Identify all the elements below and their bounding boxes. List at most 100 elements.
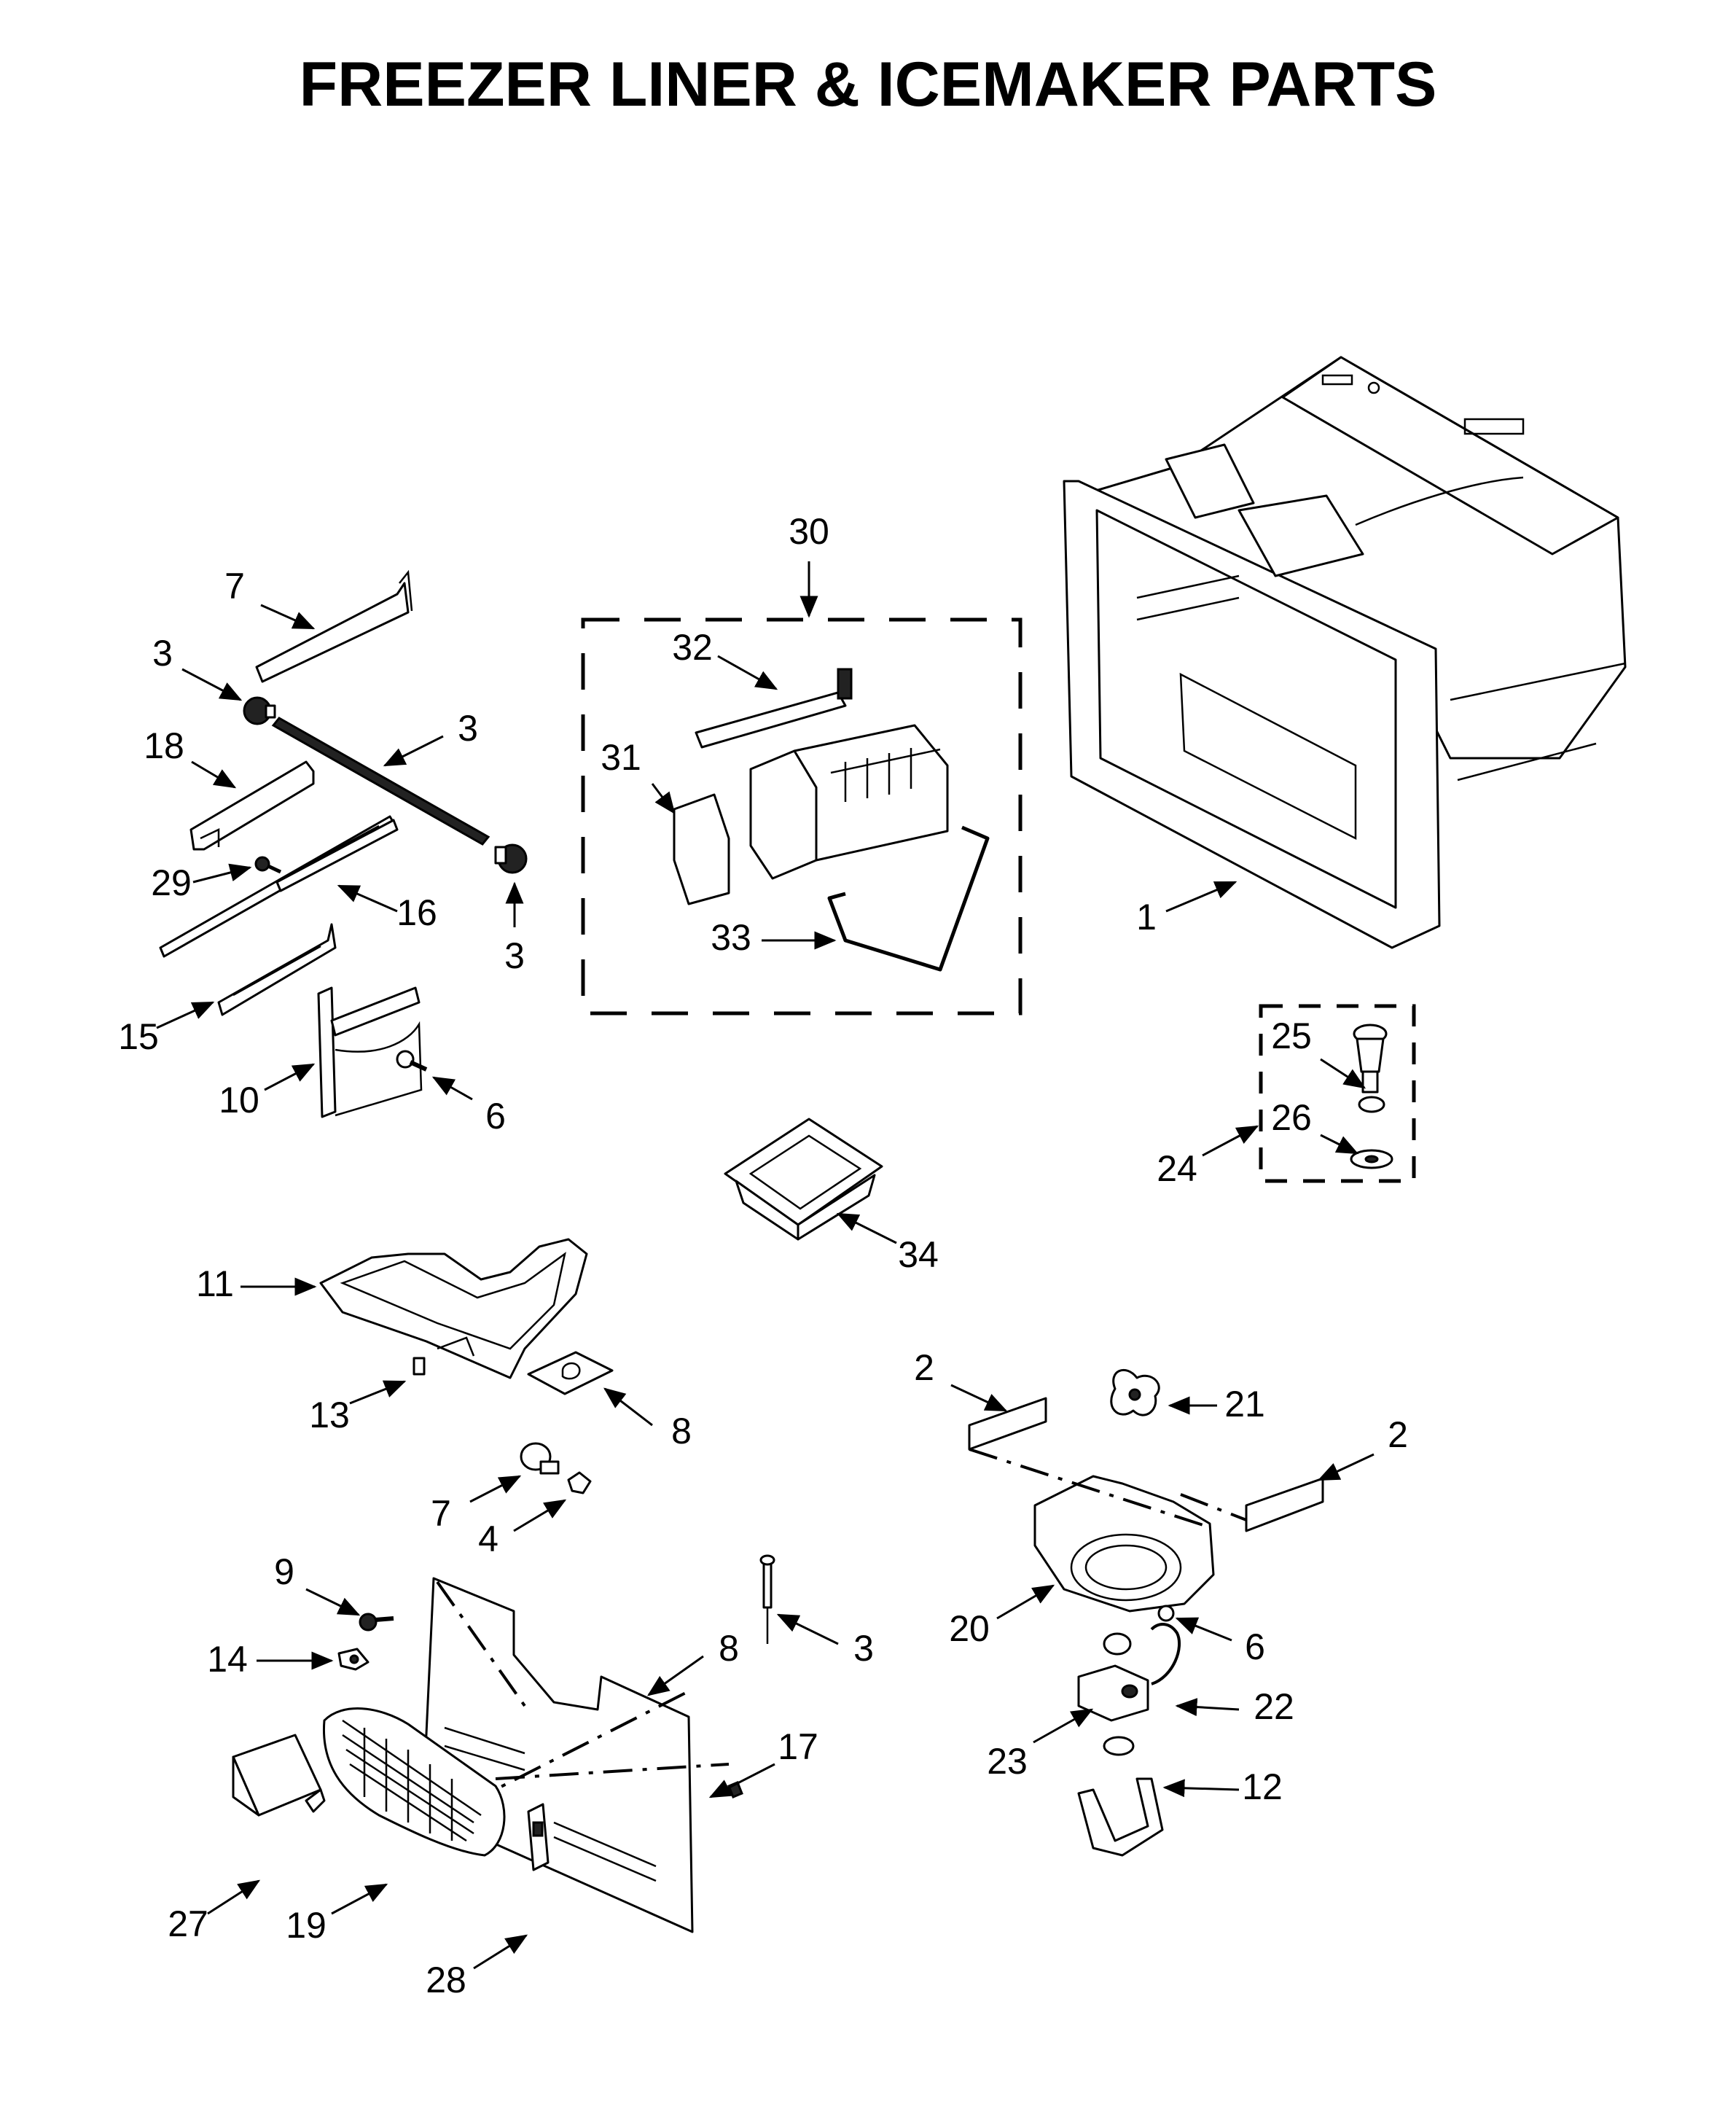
callout-8b: 6 <box>1245 1626 1265 1667</box>
callout-1: 1 <box>1136 897 1157 938</box>
part-31-sensor <box>527 1803 550 1871</box>
callout-12: 9 <box>274 1551 294 1592</box>
leader-31 <box>473 1934 528 1970</box>
leader-30 <box>207 1879 261 1915</box>
part-22-grille <box>322 1707 506 1857</box>
callout-5: 3 <box>458 708 478 749</box>
part-26-fan-motor <box>1077 1632 1149 1756</box>
part-13-support-bracket <box>317 986 423 1118</box>
part-6-socket <box>567 1471 592 1494</box>
part-14-housing <box>319 1238 588 1379</box>
leader-9 <box>469 1475 522 1503</box>
part-9-bulb <box>520 1442 560 1475</box>
leader-32 <box>192 863 252 884</box>
leader-27 <box>1202 1125 1259 1157</box>
part-8-screw-left <box>396 1050 428 1072</box>
callout-26: 23 <box>987 1741 1028 1782</box>
part-2-insulation-left <box>968 1397 1047 1451</box>
leader-4 <box>776 1613 839 1645</box>
part-1-freezer-liner <box>1063 356 1627 949</box>
callout-7: 7 <box>224 566 245 607</box>
part-3-gear-lower <box>494 843 528 874</box>
part-19-slide-rail <box>159 815 399 958</box>
callout-22: 19 <box>286 1905 327 1946</box>
part-18-lower-rail <box>217 923 337 1016</box>
callout-13: 10 <box>219 1080 259 1120</box>
callout-15: 12 <box>1242 1766 1283 1807</box>
leader-35 <box>717 655 778 690</box>
leader-23 <box>996 1584 1055 1620</box>
leader-11 <box>646 1655 704 1696</box>
callout-31: 28 <box>426 1960 466 2000</box>
leader-3a <box>181 668 243 701</box>
leader-6 <box>513 1499 567 1532</box>
leader-13 <box>264 1063 316 1091</box>
leader-16 <box>349 1380 407 1405</box>
callout-37: 34 <box>898 1234 939 1275</box>
callout-11: 8 <box>719 1628 739 1669</box>
callout-36: 33 <box>711 917 751 958</box>
part-11-rear-panel <box>421 1577 730 1933</box>
leader-2b <box>1317 1453 1375 1481</box>
leader-18 <box>156 1001 215 1029</box>
leader-28 <box>1320 1058 1366 1089</box>
part-37-ice-bin <box>724 1118 883 1241</box>
leader-19 <box>337 884 398 913</box>
leader-29 <box>1320 1134 1359 1155</box>
callout-25: 22 <box>1254 1686 1294 1727</box>
callout-23: 20 <box>949 1608 990 1649</box>
part-17-bracket <box>337 1648 370 1671</box>
leader-15 <box>1162 1779 1240 1798</box>
callout-3a: 3 <box>152 633 173 674</box>
callout-16: 13 <box>309 1395 350 1435</box>
part-8-screw-right <box>1157 1605 1175 1622</box>
part-24-fan-blade <box>1110 1368 1160 1416</box>
callout-8a: 6 <box>485 1096 506 1137</box>
leader-5 <box>383 735 444 767</box>
callout-21: 18 <box>144 725 184 766</box>
leader-26 <box>1033 1708 1094 1744</box>
part-12-screw <box>359 1613 394 1632</box>
part-25-wire <box>1150 1623 1181 1685</box>
part-3-gear-upper <box>243 696 276 725</box>
leader-34 <box>651 783 676 814</box>
callout-3b: 3 <box>504 935 525 976</box>
part-30-duct <box>232 1734 326 1817</box>
leader-37 <box>836 1212 897 1244</box>
leader-1 <box>1165 881 1238 913</box>
part-16-clip <box>413 1357 426 1376</box>
callout-2a: 2 <box>914 1347 934 1388</box>
callout-6: 4 <box>478 1519 498 1559</box>
callout-18: 15 <box>118 1016 159 1057</box>
part-36-shutoff-arm <box>827 825 990 972</box>
callout-27: 24 <box>1157 1148 1197 1189</box>
filter-kit-boundary <box>1259 1004 1416 1183</box>
callout-35: 32 <box>672 627 713 668</box>
part-35-wire-harness <box>695 668 853 749</box>
leader-2a <box>950 1384 1008 1412</box>
callout-32: 29 <box>151 862 192 903</box>
leader-20 <box>708 1763 775 1798</box>
leader-7 <box>260 604 316 630</box>
part-10-gasket-sheet <box>527 1351 614 1395</box>
callout-20: 17 <box>778 1726 818 1767</box>
callout-14: 11 <box>196 1263 234 1304</box>
callout-19: 16 <box>396 892 437 933</box>
callout-9: 7 <box>431 1493 451 1534</box>
callout-28: 25 <box>1271 1016 1312 1056</box>
leader-21 <box>191 760 237 789</box>
leader-10 <box>603 1387 653 1427</box>
part-5-rod <box>271 717 490 846</box>
callout-30: 27 <box>168 1903 208 1944</box>
diagram-title: FREEZER LINER & ICEMAKER PARTS <box>300 50 1437 120</box>
callout-4: 3 <box>853 1628 874 1669</box>
part-4-thermistor <box>759 1554 775 1644</box>
callout-33: 30 <box>789 511 829 552</box>
part-7-upper-rail <box>255 569 413 683</box>
callout-2b: 2 <box>1388 1414 1408 1455</box>
callout-29: 26 <box>1271 1097 1312 1138</box>
leader-8a <box>431 1076 473 1101</box>
part-15-motor-bracket <box>1077 1777 1164 1857</box>
leader-12 <box>305 1588 361 1616</box>
